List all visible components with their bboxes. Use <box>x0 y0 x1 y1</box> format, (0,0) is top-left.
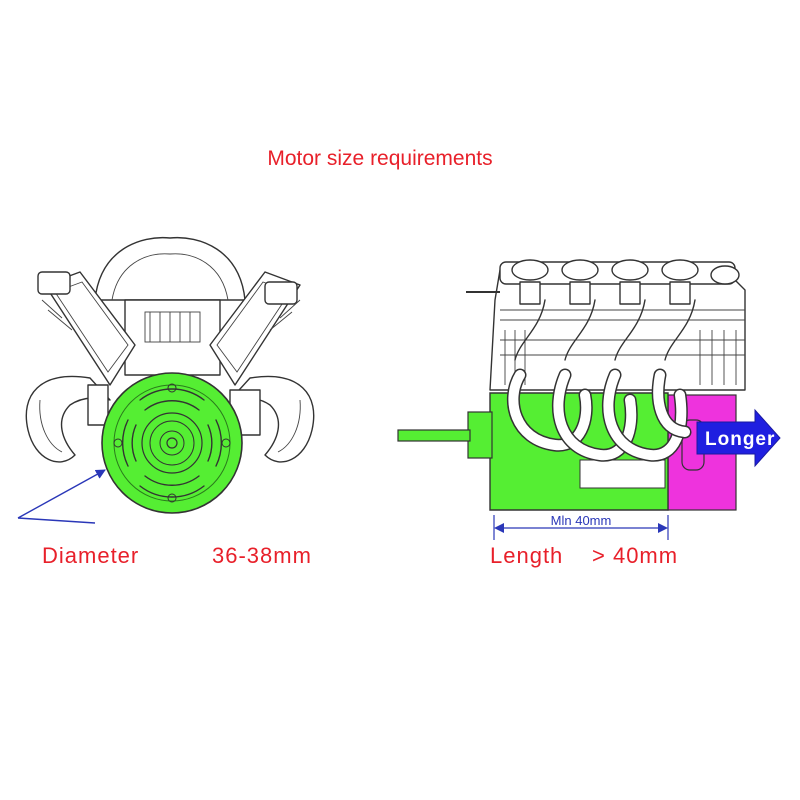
length-label: Length <box>490 543 563 568</box>
length-value: > 40mm <box>592 543 678 568</box>
diameter-label: Diameter <box>42 543 139 568</box>
motor-end-view <box>101 372 243 514</box>
diameter-pointer <box>17 469 106 524</box>
diameter-value: 36-38mm <box>212 543 312 568</box>
min-dimension-line <box>493 515 669 540</box>
min-dimension-label: Mln 40mm <box>551 513 612 528</box>
exhaust-headers <box>506 368 692 462</box>
diagram-title: Motor size requirements <box>267 147 492 170</box>
engine-front-view-icon <box>25 236 315 463</box>
longer-label: Longer <box>705 429 775 450</box>
engine-side-view-icon <box>466 259 746 391</box>
longer-arrow-icon <box>696 408 781 468</box>
